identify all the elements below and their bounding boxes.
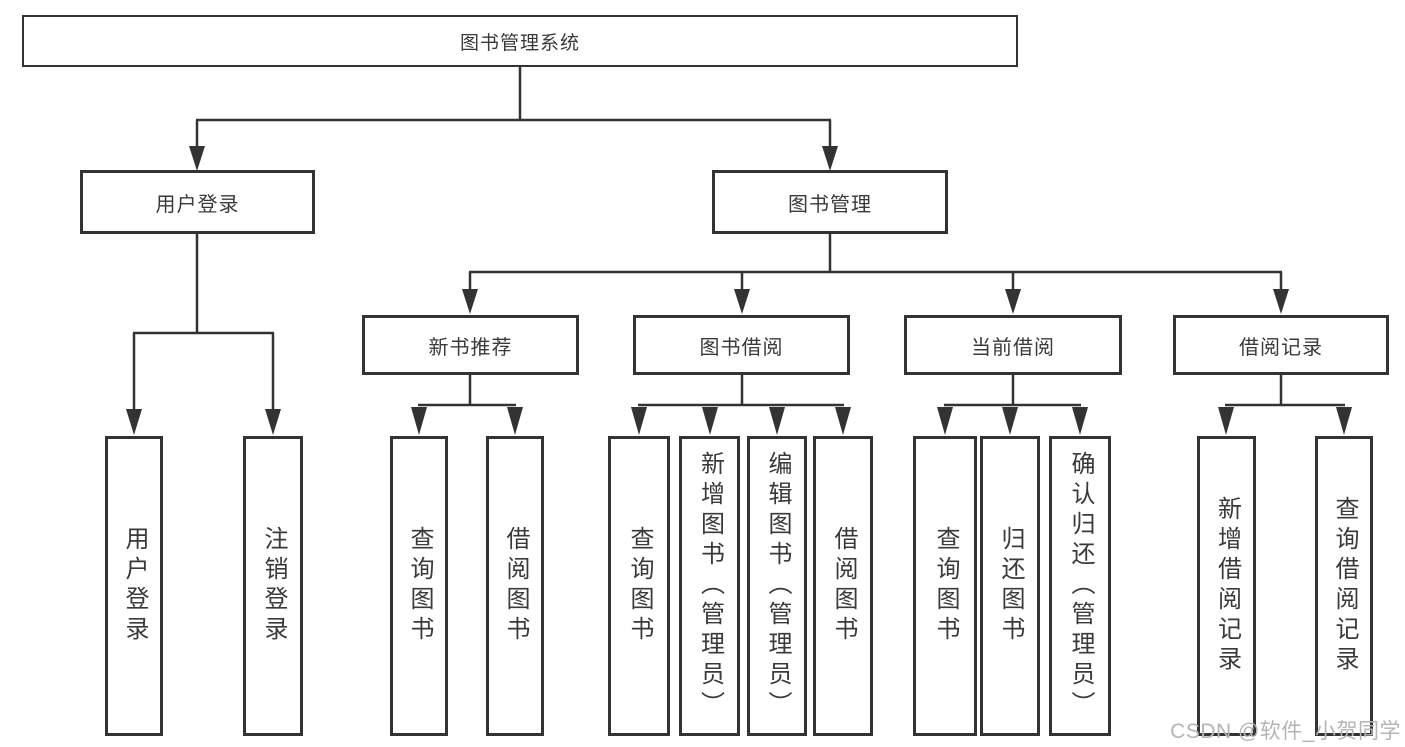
node-new-book-recommend-label: 新书推荐 bbox=[428, 336, 513, 359]
csdn-watermark: CSDN @软件_小贺同学 bbox=[1170, 720, 1401, 743]
node-book-borrow: 图书借阅 bbox=[633, 315, 850, 375]
node-root: 图书管理系统 bbox=[22, 15, 1018, 67]
leaf-add-books-admin: 新增图书（管理员） bbox=[679, 436, 740, 736]
node-root-label: 图书管理系统 bbox=[459, 32, 580, 54]
leaf-recommend-borrow-books: 借阅图书 bbox=[486, 436, 544, 736]
leaf-current-query-books: 查询图书 bbox=[913, 436, 977, 736]
node-current-borrow: 当前借阅 bbox=[904, 315, 1122, 375]
leaf-return-books-label: 归还图书 bbox=[997, 526, 1024, 646]
leaf-user-login-label: 用户登录 bbox=[121, 526, 148, 646]
leaf-current-query-books-label: 查询图书 bbox=[932, 526, 959, 646]
leaf-edit-books-admin-label: 编辑图书（管理员） bbox=[764, 451, 791, 721]
leaf-logout: 注销登录 bbox=[243, 436, 303, 736]
leaf-recommend-query-books: 查询图书 bbox=[390, 436, 448, 736]
leaf-confirm-return-admin-label: 确认归还（管理员） bbox=[1067, 451, 1094, 721]
leaf-recommend-query-books-label: 查询图书 bbox=[406, 526, 433, 646]
node-new-book-recommend: 新书推荐 bbox=[362, 315, 579, 375]
node-borrow-records-label: 借阅记录 bbox=[1239, 336, 1323, 359]
leaf-add-books-admin-label: 新增图书（管理员） bbox=[696, 451, 724, 721]
leaf-query-borrow-record-label: 查询借阅记录 bbox=[1331, 496, 1358, 676]
node-book-borrow-label: 图书借阅 bbox=[699, 336, 784, 359]
node-book-management-label: 图书管理 bbox=[788, 193, 872, 216]
leaf-logout-label: 注销登录 bbox=[260, 526, 287, 646]
leaf-confirm-return-admin: 确认归还（管理员） bbox=[1049, 436, 1111, 736]
leaf-borrow-query-books-label: 查询图书 bbox=[626, 526, 653, 646]
leaf-query-borrow-record: 查询借阅记录 bbox=[1315, 436, 1373, 736]
node-book-management: 图书管理 bbox=[712, 170, 948, 234]
leaf-borrow-query-books: 查询图书 bbox=[608, 436, 670, 736]
leaf-edit-books-admin: 编辑图书（管理员） bbox=[747, 436, 807, 736]
leaf-add-borrow-record-label: 新增借阅记录 bbox=[1213, 496, 1241, 676]
leaf-borrow-books-label: 借阅图书 bbox=[830, 526, 857, 646]
leaf-borrow-books: 借阅图书 bbox=[813, 436, 873, 736]
node-current-borrow-label: 当前借阅 bbox=[971, 336, 1055, 359]
node-user-login: 用户登录 bbox=[80, 170, 315, 234]
leaf-return-books: 归还图书 bbox=[980, 436, 1040, 736]
leaf-recommend-borrow-books-label: 借阅图书 bbox=[502, 526, 529, 646]
leaf-add-borrow-record: 新增借阅记录 bbox=[1197, 436, 1256, 736]
node-user-login-label: 用户登录 bbox=[155, 193, 240, 216]
node-borrow-records: 借阅记录 bbox=[1173, 315, 1389, 375]
leaf-user-login: 用户登录 bbox=[105, 436, 163, 736]
